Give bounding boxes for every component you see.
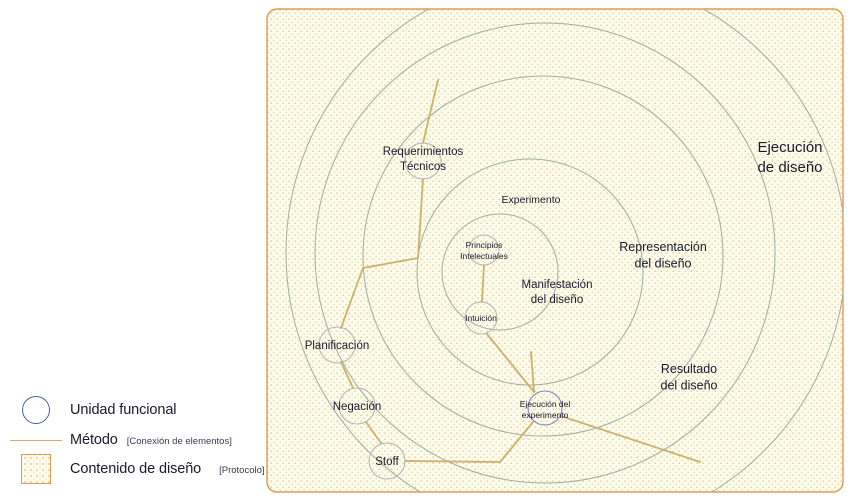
node-label-stoff: Stoff [375,456,399,468]
edge-intuicion-ejecucion [486,333,535,393]
legend-item-metodo: Método [Conexión de elementos] [8,432,232,448]
node-label-negacion: Negación [333,401,382,413]
edge-experimento-vertical [530,351,535,392]
circle-resultado [362,75,724,437]
edge-requerimientos-planificacion [340,178,424,329]
zone-label-experimento: Experimento [502,194,561,206]
dotted-square-icon [8,454,64,484]
legend-item-unidad-funcional: Unidad funcional [8,396,177,424]
edge-requerimientos-up [422,79,439,144]
node-circle-planificacion [318,326,356,364]
edge-planificacion-negacion [340,361,354,389]
legend-note-metodo: [Conexión de elementos] [126,436,232,447]
node-planificacion[interactable]: Planificación [305,326,370,364]
edge-group [340,79,701,463]
circle-experimento [416,158,644,386]
node-circle-principios-intelectuales [468,234,500,266]
node-intuicion[interactable]: Intuición [464,301,498,335]
legend-label-metodo: Método [70,432,118,448]
zone-circle-group [285,9,843,492]
node-label-planificacion: Planificación [305,340,370,352]
edge-negacion-stoff [365,421,382,444]
node-negacion[interactable]: Negación [333,387,382,425]
edge-ejecucion-right [560,415,701,463]
circle-representacion [314,22,776,484]
svg-text:Experimento: Experimento [502,194,561,206]
legend-item-contenido-de-diseno: Contenido de diseño [Protocolo] [8,454,265,484]
node-label-intuicion: Intuición [465,313,497,323]
node-circle-requerimientos-tecnicos [404,142,442,180]
edge-principios-intuicion [481,264,485,303]
edge-stoff-ejecucion [404,421,534,463]
node-stoff[interactable]: Stoff [368,442,406,480]
circle-manifestacion [441,213,559,331]
legend-label-contenido-de-diseno: Contenido de diseño [70,461,202,477]
circle-outline-icon [8,396,64,424]
legend: Unidad funcional Método [Conexión de ele… [8,396,265,492]
node-circle-negacion [338,387,376,425]
node-circle-stoff [368,442,406,480]
node-circle-ejecucion-del-experimento [527,390,563,426]
node-circle-intuicion [464,301,498,335]
legend-note-contenido-de-diseno: [Protocolo] [219,465,265,476]
circle-outer-ejecucion [285,9,843,492]
line-icon [8,439,64,441]
design-content-panel [266,8,844,493]
legend-label-unidad-funcional: Unidad funcional [70,402,177,418]
